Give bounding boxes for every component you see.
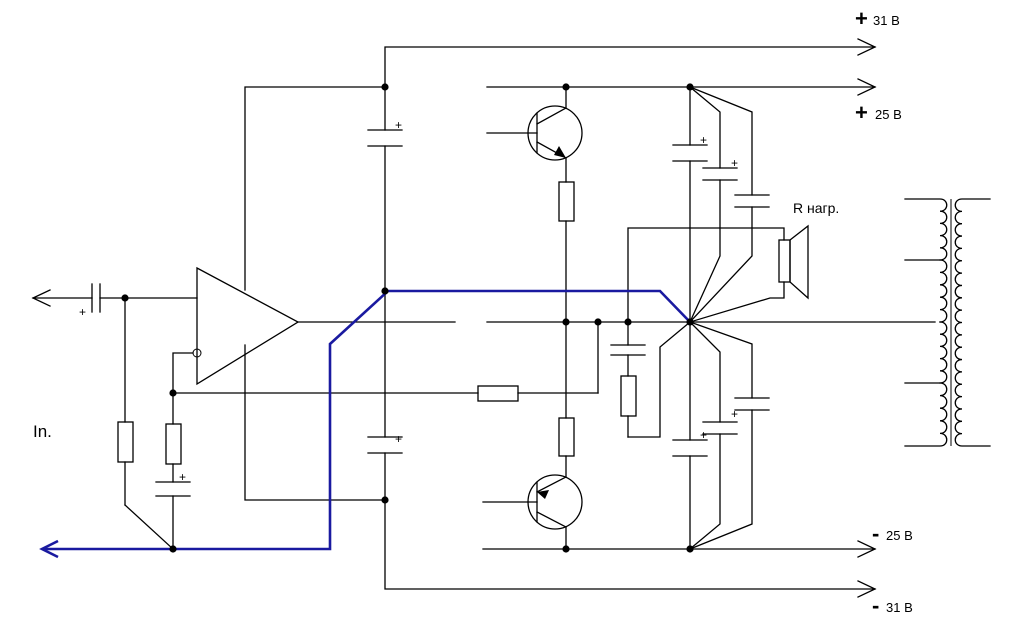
rail-minus-31v-sign: -: [872, 593, 879, 618]
primary-winding-2: [904, 259, 948, 323]
feedback-ground-resistor: [165, 423, 182, 465]
rail-minus-25v-sign: -: [872, 521, 879, 546]
emitter-resistor-lower: [558, 417, 575, 457]
cap-plus-sign: +: [79, 305, 86, 319]
zobel-network: [610, 321, 691, 438]
op-amp: [192, 266, 456, 386]
input-wiring: [99, 297, 198, 550]
emitter-resistor-upper: [558, 181, 575, 222]
feedback-resistor: [477, 385, 519, 402]
rail-plus-25v: [486, 78, 877, 96]
rail-minus-31v-label: 31 В: [886, 600, 913, 615]
input-capacitor: +: [79, 283, 101, 319]
rail-capacitors-upper: + +: [672, 86, 770, 323]
rail-plus-25v-sign: +: [855, 100, 868, 125]
secondary-winding: [954, 198, 991, 447]
ground-arrow: [39, 539, 59, 559]
cap-plus-sign: +: [700, 428, 707, 442]
feedback-network: [172, 321, 599, 550]
rail-minus-25v: [482, 540, 877, 558]
cap-plus-sign: +: [179, 470, 186, 484]
rail-capacitors-lower: + +: [672, 321, 770, 550]
rail-minus-25v-label: 25 В: [886, 528, 913, 543]
cap-plus-sign: +: [731, 407, 738, 421]
cap-plus-sign: +: [731, 156, 738, 170]
decoupling-capacitor-top: +: [367, 118, 403, 147]
transistor-upper: [527, 105, 583, 161]
transformer: [904, 198, 991, 447]
rail-plus-31v-label: 31 В: [873, 13, 900, 28]
cap-plus-sign: +: [395, 118, 402, 132]
feedback-ground-capacitor: +: [155, 470, 191, 497]
primary-winding-3: [939, 321, 948, 384]
rail-plus-31v-sign: +: [855, 6, 868, 31]
cap-plus-sign: +: [395, 432, 402, 446]
input-arrow: [31, 289, 93, 307]
rail-minus-31v: [384, 499, 877, 598]
decoupling-capacitor-bottom: +: [367, 432, 403, 454]
primary-winding-4: [904, 382, 948, 447]
ground-return-path: [42, 289, 691, 551]
input-bias-resistor: [117, 421, 134, 463]
primary-winding-1: [904, 198, 948, 261]
transistor-lower: [527, 474, 583, 530]
load-label: R нагр.: [793, 200, 839, 216]
input-label: In.: [33, 422, 52, 441]
opamp-supply-wiring: [244, 86, 386, 501]
cap-plus-sign: +: [700, 133, 707, 147]
output-stage-wiring: [482, 86, 691, 550]
zobel-resistor: [620, 375, 637, 417]
loudspeaker-icon: [627, 224, 809, 323]
junction-dots: [121, 83, 694, 553]
rail-plus-25v-label: 25 В: [875, 107, 902, 122]
output-bus: [689, 86, 936, 550]
rail-plus-31v: [384, 38, 877, 88]
